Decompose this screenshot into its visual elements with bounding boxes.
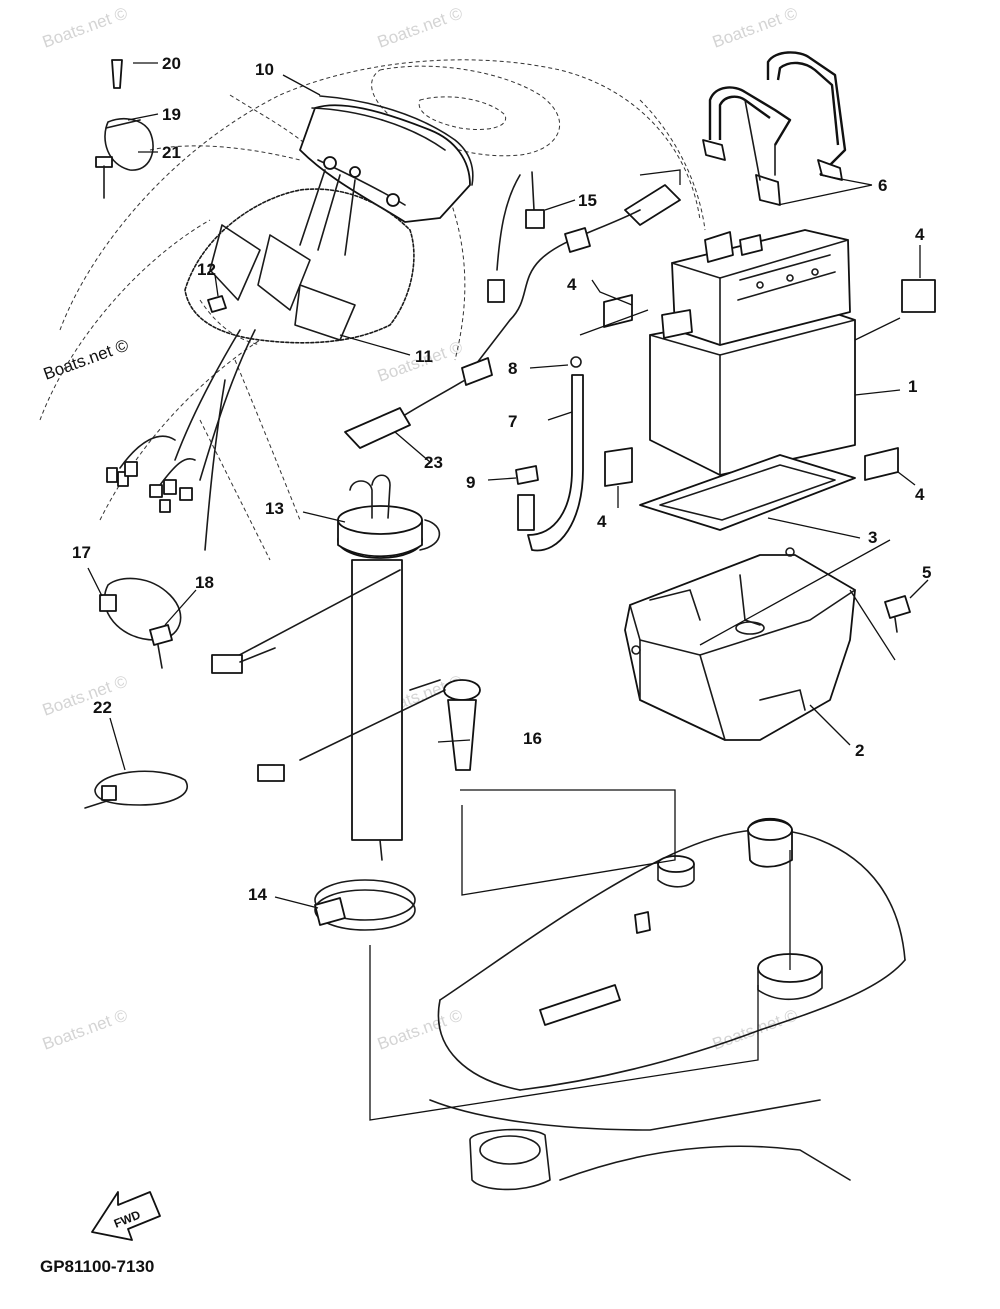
battery [649,229,856,476]
callout-21: 21 [162,143,181,162]
callout-1: 1 [908,377,917,396]
fuel-level-sensor [257,679,481,782]
battery-cable [344,171,681,449]
callout-18: 18 [195,573,214,592]
watermark: Boats.net © [375,1005,466,1053]
bolt [884,595,911,633]
callout-9: 9 [466,473,475,492]
callout-15: 15 [578,191,597,210]
battery-box [624,547,856,741]
callout-12: 12 [197,260,216,279]
callout-4a: 4 [567,275,577,294]
clamp-top-left [95,59,154,199]
wire-harness [106,169,415,551]
watermark-label: Boats.net © [41,335,132,383]
hull-outline [39,59,706,561]
callout-7: 7 [508,412,517,431]
diagram-code: GP81100-7130 [40,1257,154,1276]
callout-17: 17 [72,543,91,562]
callout-8: 8 [508,359,517,378]
watermark: Boats.net © [40,671,131,719]
callout-4c: 4 [597,512,607,531]
battery-band [702,51,847,206]
leader-lines [87,62,929,909]
callout-10: 10 [255,60,274,79]
hose-band [314,879,416,931]
callout-13: 13 [265,499,284,518]
callout-4d: 4 [915,485,925,504]
forward-arrow-icon: FWD [91,1191,161,1241]
callout-14: 14 [248,885,267,904]
callout-23: 23 [424,453,443,472]
callout-19: 19 [162,105,181,124]
fuel-tank [429,817,906,1191]
vent-hose [515,356,584,552]
battery-pad [639,454,856,531]
callouts: 1 2 3 4 4 4 4 5 6 7 8 9 10 11 12 13 14 1… [72,54,931,904]
callout-6: 6 [878,176,887,195]
warning-labels [603,279,936,487]
callout-2: 2 [855,741,864,760]
callout-11: 11 [415,347,433,366]
callout-5: 5 [922,563,931,582]
watermark: Boats.net © [710,1005,801,1053]
callout-22: 22 [93,698,112,717]
callout-20: 20 [162,54,181,73]
assembly-lines [369,309,896,1121]
callout-3: 3 [868,528,877,547]
watermark: Boats.net © [710,3,801,51]
watermark: Boats.net © [375,3,466,51]
fuel-sender [211,474,441,861]
hose-clamp [99,577,182,669]
meter-cluster [299,95,474,223]
callout-4b: 4 [915,225,925,244]
watermark: Boats.net © [40,3,131,51]
watermark: Boats.net © [40,1005,131,1053]
callout-16: 16 [523,729,542,748]
cable-tie [84,770,188,809]
